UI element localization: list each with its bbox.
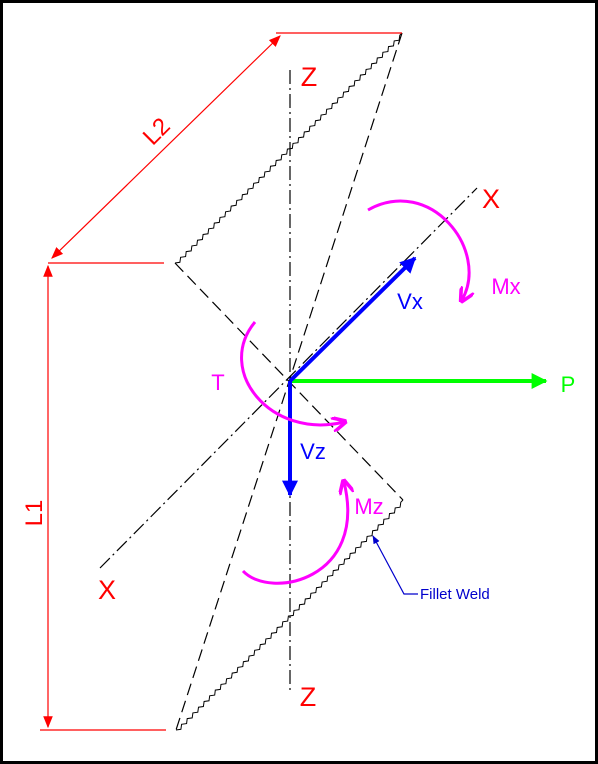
load-p-label: P [561,372,576,397]
shear-vx-label: Vx [397,289,423,314]
moment-t-label: T [211,370,224,395]
x-axis-line [99,187,478,569]
l2-dimension-line [51,35,281,259]
shear-vx-arrow [288,256,417,383]
x-axis-label-left: X [98,575,116,605]
z-axis-label-top: Z [301,62,318,92]
weld-callout-leader [372,535,418,595]
moment-t-arc [240,321,344,425]
shear-vz-label: Vz [300,439,326,464]
fillet-weld-upper [174,32,403,264]
fillet-weld-lower [175,499,404,731]
moment-mz-label: Mz [354,494,383,519]
moment-mx-arc [367,199,469,300]
weld-callout-label: Fillet Weld [420,586,490,603]
z-axis-label-bottom: Z [300,682,317,712]
l2-label: L2 [138,113,176,151]
x-axis-label-right: X [482,184,500,214]
moment-mz-arc [241,482,348,585]
moment-mx-label: Mx [491,274,520,299]
l1-label: L1 [21,500,48,527]
